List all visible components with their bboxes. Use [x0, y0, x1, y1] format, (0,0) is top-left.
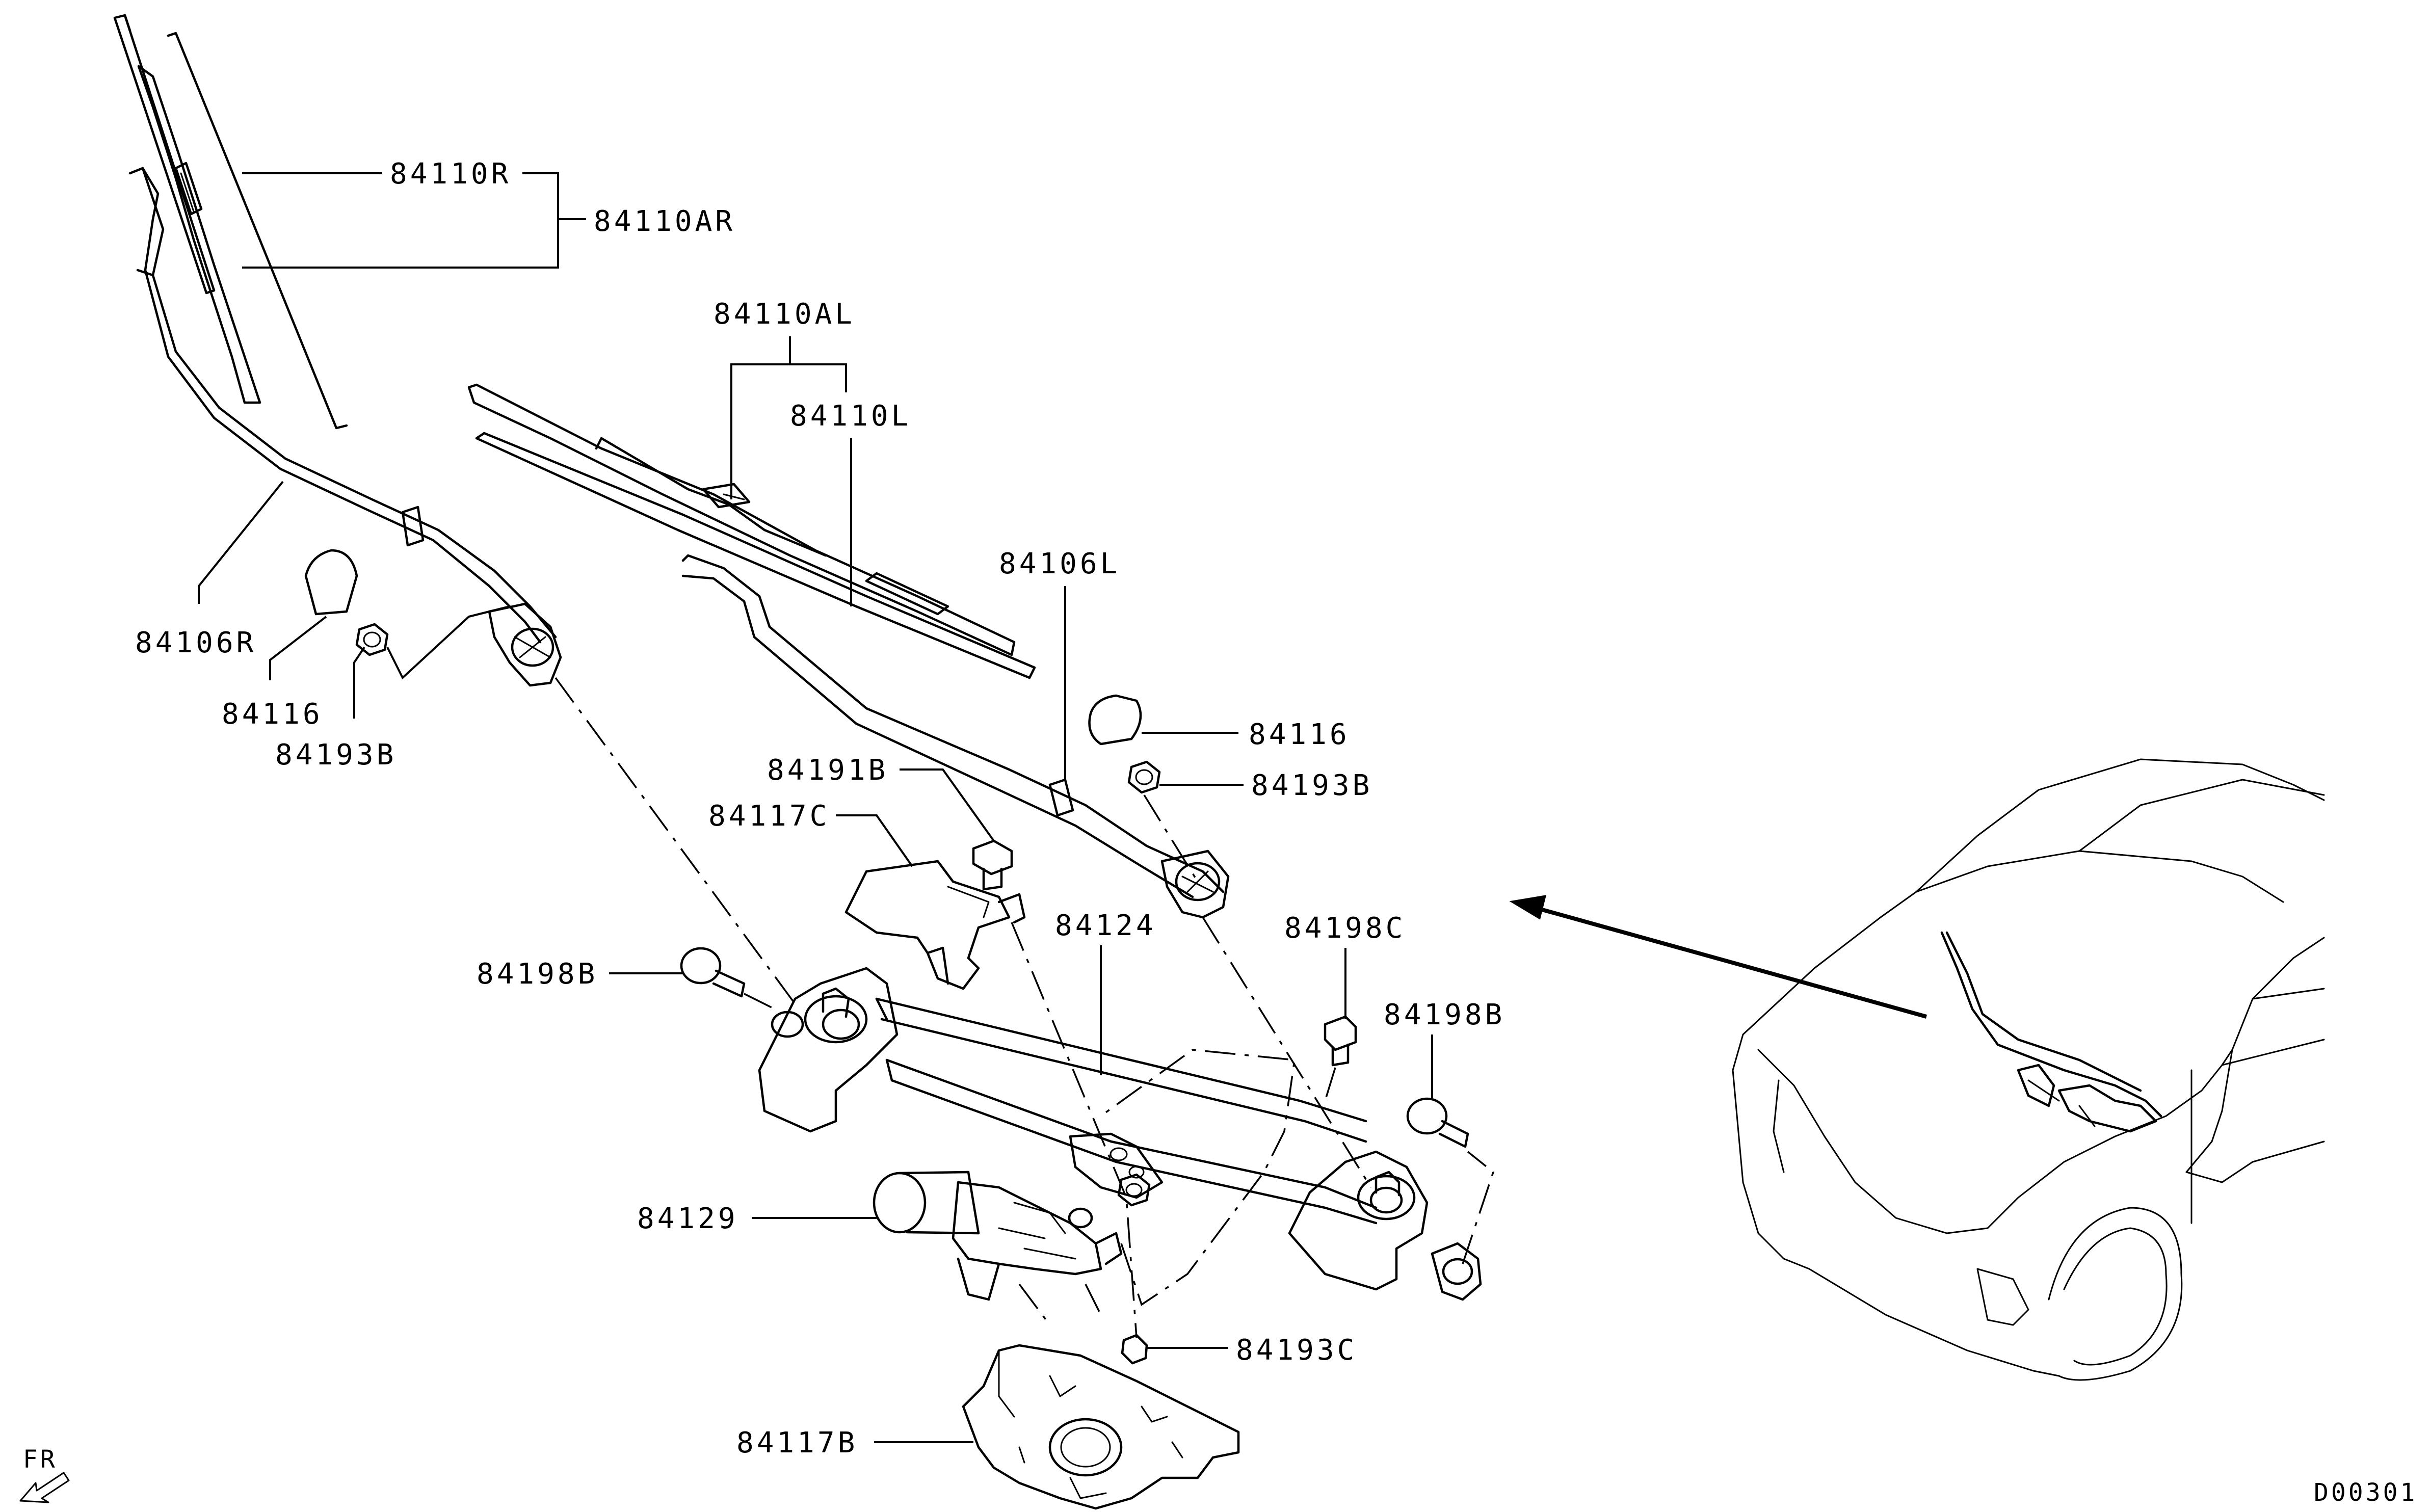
nut-84193B-right[interactable] [1127, 760, 1161, 794]
front-arrow-icon [19, 1472, 70, 1503]
label-84116-right[interactable]: 84116 [1249, 718, 1350, 751]
location-arrow [1509, 895, 1927, 1019]
bracket-84117B[interactable] [962, 1344, 1240, 1510]
cap-84116-right[interactable] [1088, 694, 1142, 746]
label-84129[interactable]: 84129 [637, 1202, 738, 1235]
drawing-id: D00301 [2314, 1478, 2417, 1507]
label-84106R[interactable]: 84106R [135, 626, 256, 659]
label-84117C[interactable]: 84117C [708, 800, 830, 833]
label-84198C[interactable]: 84198C [1284, 912, 1406, 945]
label-84198B-right[interactable]: 84198B [1384, 998, 1505, 1031]
vehicle-outline [1732, 758, 2325, 1381]
label-84193C[interactable]: 84193C [1236, 1334, 1357, 1367]
nut-84193B-left[interactable] [355, 623, 389, 656]
bracket-84117C[interactable] [844, 860, 1026, 990]
bolt-84198B-left[interactable] [680, 947, 746, 998]
label-84193B-right[interactable]: 84193B [1251, 769, 1372, 802]
label-84110L[interactable]: 84110L [790, 400, 911, 433]
part-labels: 84110R 84110AR 84110AL 84110L 84106L 841… [135, 157, 1505, 1460]
bolt-84198C[interactable] [1324, 1015, 1357, 1067]
wiper-linkage-84124[interactable] [758, 967, 1482, 1301]
wiper-arm-right[interactable] [128, 167, 562, 687]
cap-84116-left[interactable] [304, 549, 358, 616]
label-84110AL[interactable]: 84110AL [714, 298, 855, 331]
label-84117B[interactable]: 84117B [736, 1426, 858, 1460]
wiper-arm-left[interactable] [681, 554, 1230, 919]
assembly-lines [554, 677, 1495, 1338]
label-84110AR[interactable]: 84110AR [594, 205, 735, 238]
label-84116-left[interactable]: 84116 [222, 698, 323, 731]
label-84110R[interactable]: 84110R [390, 157, 511, 191]
label-84193B-left[interactable]: 84193B [275, 738, 397, 772]
wiper-blade-right[interactable] [113, 14, 348, 430]
front-direction-indicator: FR [19, 1445, 70, 1503]
label-84198B-left[interactable]: 84198B [477, 958, 598, 991]
label-84124[interactable]: 84124 [1055, 909, 1156, 942]
bolt-84191B[interactable] [972, 839, 1013, 891]
direction-label: FR [23, 1445, 58, 1474]
bolt-84198B-right[interactable] [1406, 1097, 1469, 1148]
label-84191B[interactable]: 84191B [767, 754, 888, 787]
label-84106L[interactable]: 84106L [999, 547, 1120, 580]
leader-lines [198, 172, 1433, 1443]
nut-84193C-lower[interactable] [1121, 1334, 1148, 1365]
wiper-motor-84129[interactable] [873, 1171, 1123, 1301]
nut-84193C-upper[interactable] [1117, 1173, 1151, 1207]
wiper-blade-left[interactable] [467, 383, 1036, 679]
